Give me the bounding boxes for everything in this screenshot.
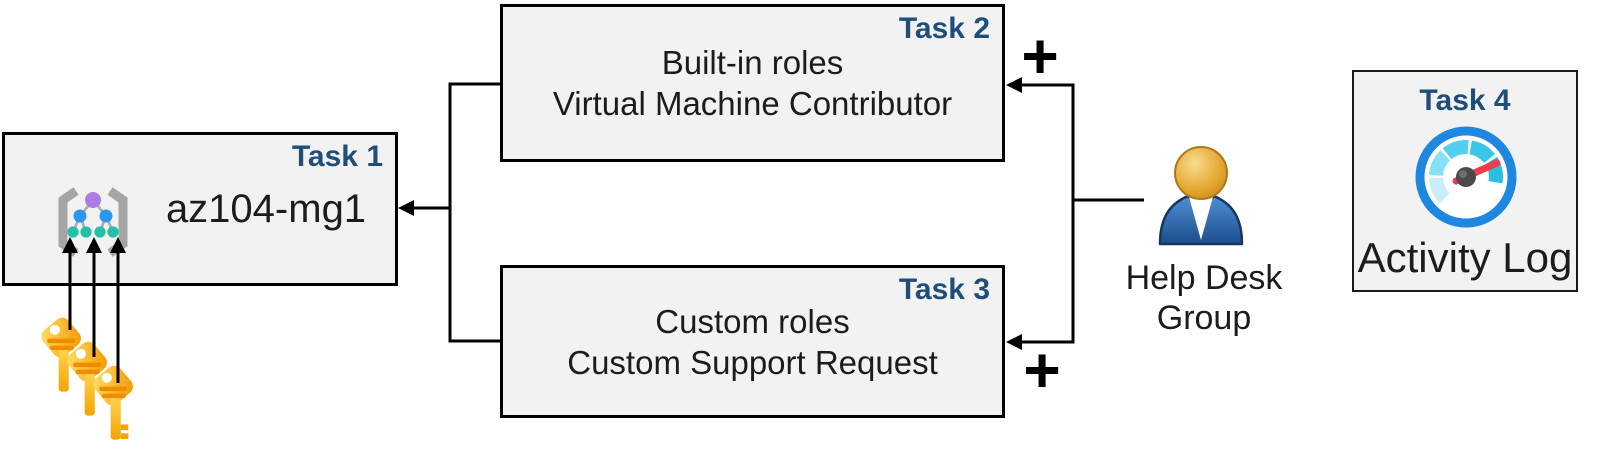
activity-log-gauge-icon (1415, 126, 1517, 228)
task2-line2: Virtual Machine Contributor (552, 85, 953, 122)
helpdesk-label-line1: Help Desk (1125, 259, 1283, 297)
key-icon-1 (38, 314, 85, 392)
task4-box: Task 4 Activity Log (1352, 70, 1578, 292)
task4-badge: Task 4 (1419, 84, 1511, 117)
management-group-icon (58, 187, 128, 257)
task2-box: Task 2 Built-in roles Virtual Machine Co… (500, 4, 1005, 162)
task4-label: Activity Log (1357, 234, 1573, 281)
arrowhead-into-task1 (398, 200, 414, 216)
task3-badge: Task 3 (898, 273, 990, 306)
task1-badge: Task 1 (291, 140, 383, 173)
person-icon (1158, 146, 1244, 246)
task1-box: Task 1 az104-mg1 (2, 132, 398, 286)
helpdesk-label-line2: Group (1156, 299, 1252, 337)
key-icon-2 (64, 338, 111, 416)
plus-icon-top: + (1021, 20, 1059, 92)
task2-line1: Built-in roles (661, 44, 844, 81)
task3-line1: Custom roles (655, 302, 850, 340)
task3-box: Task 3 Custom roles Custom Support Reque… (500, 265, 1005, 418)
task2-badge: Task 2 (898, 12, 990, 45)
plus-icon-bottom: + (1023, 334, 1061, 406)
task1-label: az104-mg1 (165, 186, 367, 231)
task3-line2: Custom Support Request (567, 343, 938, 381)
key-icon-3 (90, 362, 136, 439)
connector-roles-to-mg (404, 82, 500, 343)
